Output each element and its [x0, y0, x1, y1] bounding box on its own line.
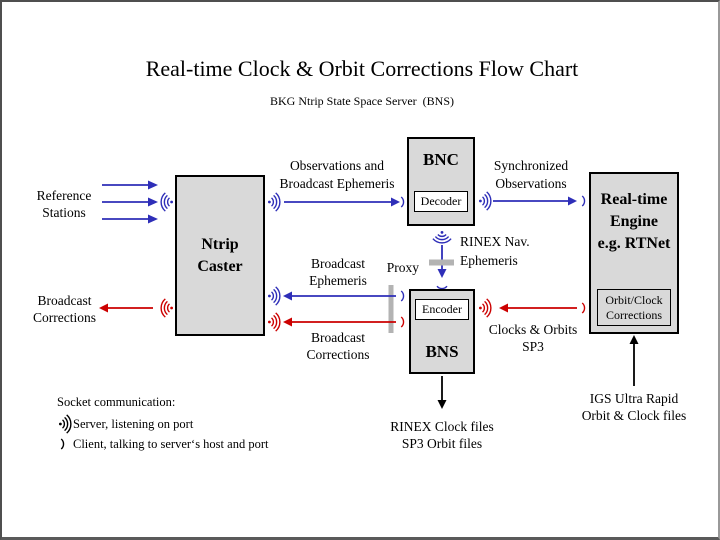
- realtime-engine-label: Real-time Engine e.g. RTNet: [597, 191, 671, 252]
- server-socket-icon: [160, 298, 174, 318]
- decoder-box: Decoder: [414, 191, 468, 212]
- page-title: Real-time Clock & Orbit Corrections Flow…: [145, 56, 579, 81]
- synchronized-observations-arrow: [478, 191, 586, 211]
- client-socket-icon: [400, 316, 405, 328]
- label-proxy: Proxy: [386, 260, 419, 275]
- server-socket-icon: [432, 230, 452, 244]
- realtime-engine-box: Real-time Engine e.g. RTNet Orbit/Clock …: [589, 172, 679, 334]
- proxy-bar-horizontal: [429, 259, 454, 266]
- server-socket-icon: [267, 312, 281, 332]
- orbit-clock-corrections-box: Orbit/Clock Corrections: [597, 289, 671, 326]
- server-socket-icon: [267, 286, 281, 306]
- bns-output-arrow: [437, 376, 447, 409]
- igs-input-arrow: [629, 335, 639, 386]
- ntrip-caster-box: Ntrip Caster: [175, 175, 265, 336]
- label-rinex-nav-ephemeris: RINEX Nav.Ephemeris: [460, 234, 530, 268]
- bns-box: Encoder BNS: [409, 289, 475, 374]
- legend-server-text: Server, listening on port: [73, 417, 194, 431]
- clocks-orbits-arrow: [478, 298, 586, 318]
- bnc-box: BNC Decoder: [407, 137, 475, 226]
- page-subtitle: BKG Ntrip State Space Server (BNS): [270, 94, 454, 108]
- client-socket-icon: [581, 195, 586, 207]
- encoder-box: Encoder: [415, 299, 469, 320]
- client-socket-icon: [400, 290, 405, 302]
- legend-server-socket-icon: [58, 414, 72, 434]
- observations-arrow: [267, 192, 405, 212]
- server-socket-icon: [478, 191, 492, 211]
- broadcast-ephemeris-arrow: [267, 286, 405, 306]
- client-socket-icon: [581, 302, 586, 314]
- ntrip-caster-label: Ntrip Caster: [197, 235, 243, 275]
- client-socket-icon: [400, 196, 405, 208]
- bns-label: BNS: [425, 342, 459, 361]
- server-socket-icon: [160, 192, 174, 212]
- server-socket-icon: [267, 192, 281, 212]
- server-socket-icon: [478, 298, 492, 318]
- legend-client-socket-icon: [60, 438, 65, 450]
- rinex-nav-arrow: [432, 230, 452, 290]
- legend-client-text: Client, talking to server‘s host and por…: [73, 437, 269, 451]
- legend-title: Socket communication:: [57, 395, 176, 409]
- bnc-label: BNC: [423, 150, 459, 169]
- proxy-bar-vertical: [388, 285, 394, 333]
